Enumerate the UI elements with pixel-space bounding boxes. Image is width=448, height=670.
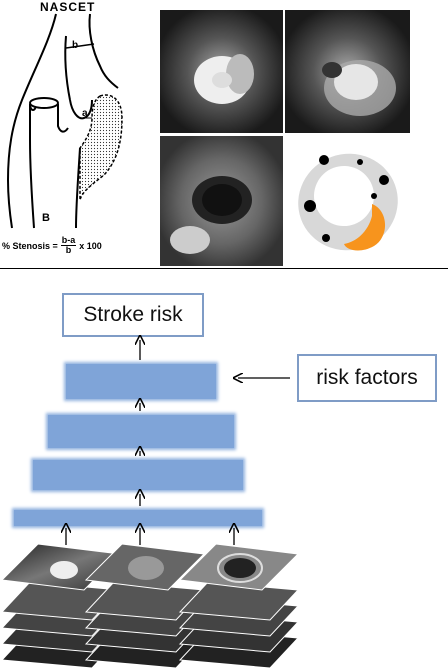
carotid-drawing	[6, 13, 123, 229]
formula-fraction: b-a b	[60, 235, 77, 255]
label-a: a	[82, 108, 88, 119]
risk-factors-box: risk factors	[297, 354, 437, 402]
stenosis-formula: % Stenosis = b-a b x 100	[2, 236, 102, 255]
nascet-title: NASCET	[40, 0, 96, 14]
formula-prefix: % Stenosis =	[2, 240, 58, 251]
stroke-risk-box: Stroke risk	[62, 293, 204, 337]
section-divider	[0, 268, 448, 269]
slice-stack-3	[178, 543, 300, 669]
network-layer-1	[14, 510, 262, 526]
label-b: b	[72, 40, 79, 51]
mri-slice-stacks	[0, 543, 300, 669]
label-B: B	[42, 212, 50, 224]
formula-suffix: x 100	[79, 240, 102, 251]
formula-denominator: b	[65, 245, 72, 255]
network-layer-4	[66, 364, 216, 399]
mri-image-grid	[160, 10, 410, 266]
network-layer-2	[33, 460, 243, 490]
formula-numerator: b-a	[60, 235, 77, 246]
network-layer-3	[48, 415, 234, 448]
slice-stack-2	[84, 543, 206, 669]
